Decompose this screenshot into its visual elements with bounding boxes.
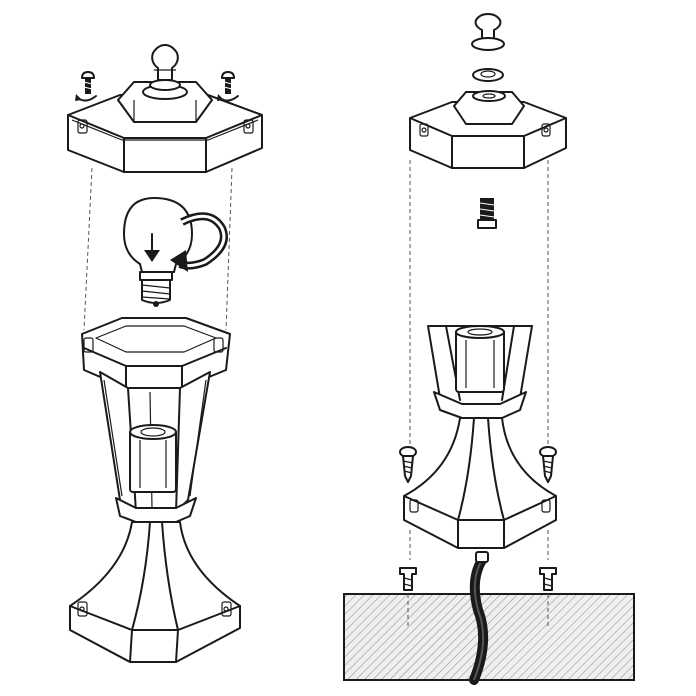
washer — [472, 68, 504, 82]
finial-knob — [471, 13, 505, 51]
cap-screw-right — [217, 71, 239, 102]
lantern-roof-cap — [67, 44, 263, 173]
right-alignment-guides — [409, 160, 549, 560]
lantern-glass-housing — [81, 317, 231, 523]
wall-plug-right — [539, 567, 557, 591]
right-panel-ground-mount — [343, 13, 635, 685]
rotate-clockwise-arrow-icon — [170, 212, 228, 272]
alignment-guide-lines — [83, 167, 233, 331]
lantern-base-installed — [403, 325, 557, 549]
mounting-screw-right — [539, 446, 557, 483]
left-panel-bulb-install — [67, 44, 263, 663]
threaded-rod — [477, 198, 497, 229]
light-bulb — [123, 197, 193, 307]
ground-slab — [343, 593, 635, 681]
wall-plug-left — [399, 567, 417, 591]
cap-screw-left — [75, 71, 97, 102]
mounting-screw-left — [399, 446, 417, 483]
power-cable — [469, 551, 489, 685]
down-arrow-icon — [144, 233, 160, 262]
lantern-roof-cap-exploded — [409, 90, 567, 169]
lantern-base-post — [69, 521, 241, 663]
